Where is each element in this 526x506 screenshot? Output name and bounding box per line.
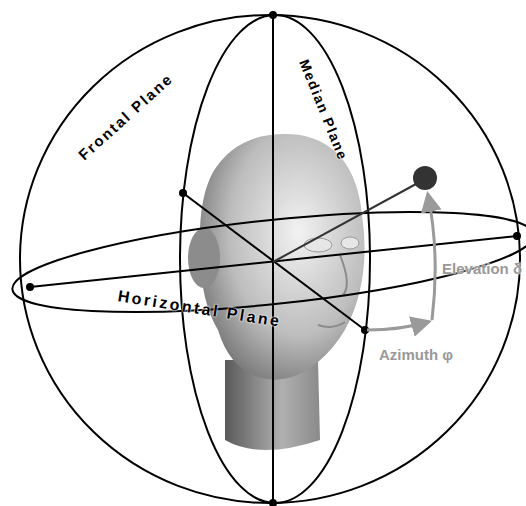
angle-arrows bbox=[367, 195, 435, 330]
plane-points bbox=[26, 11, 521, 506]
head-figure bbox=[188, 134, 365, 450]
plane-outlines bbox=[8, 15, 526, 503]
sound-source bbox=[413, 166, 437, 190]
angle-label: Azimuth φ bbox=[379, 347, 453, 362]
plane-label: Frontal Plane bbox=[76, 70, 176, 162]
angle-label: Elevation δ bbox=[442, 261, 522, 276]
